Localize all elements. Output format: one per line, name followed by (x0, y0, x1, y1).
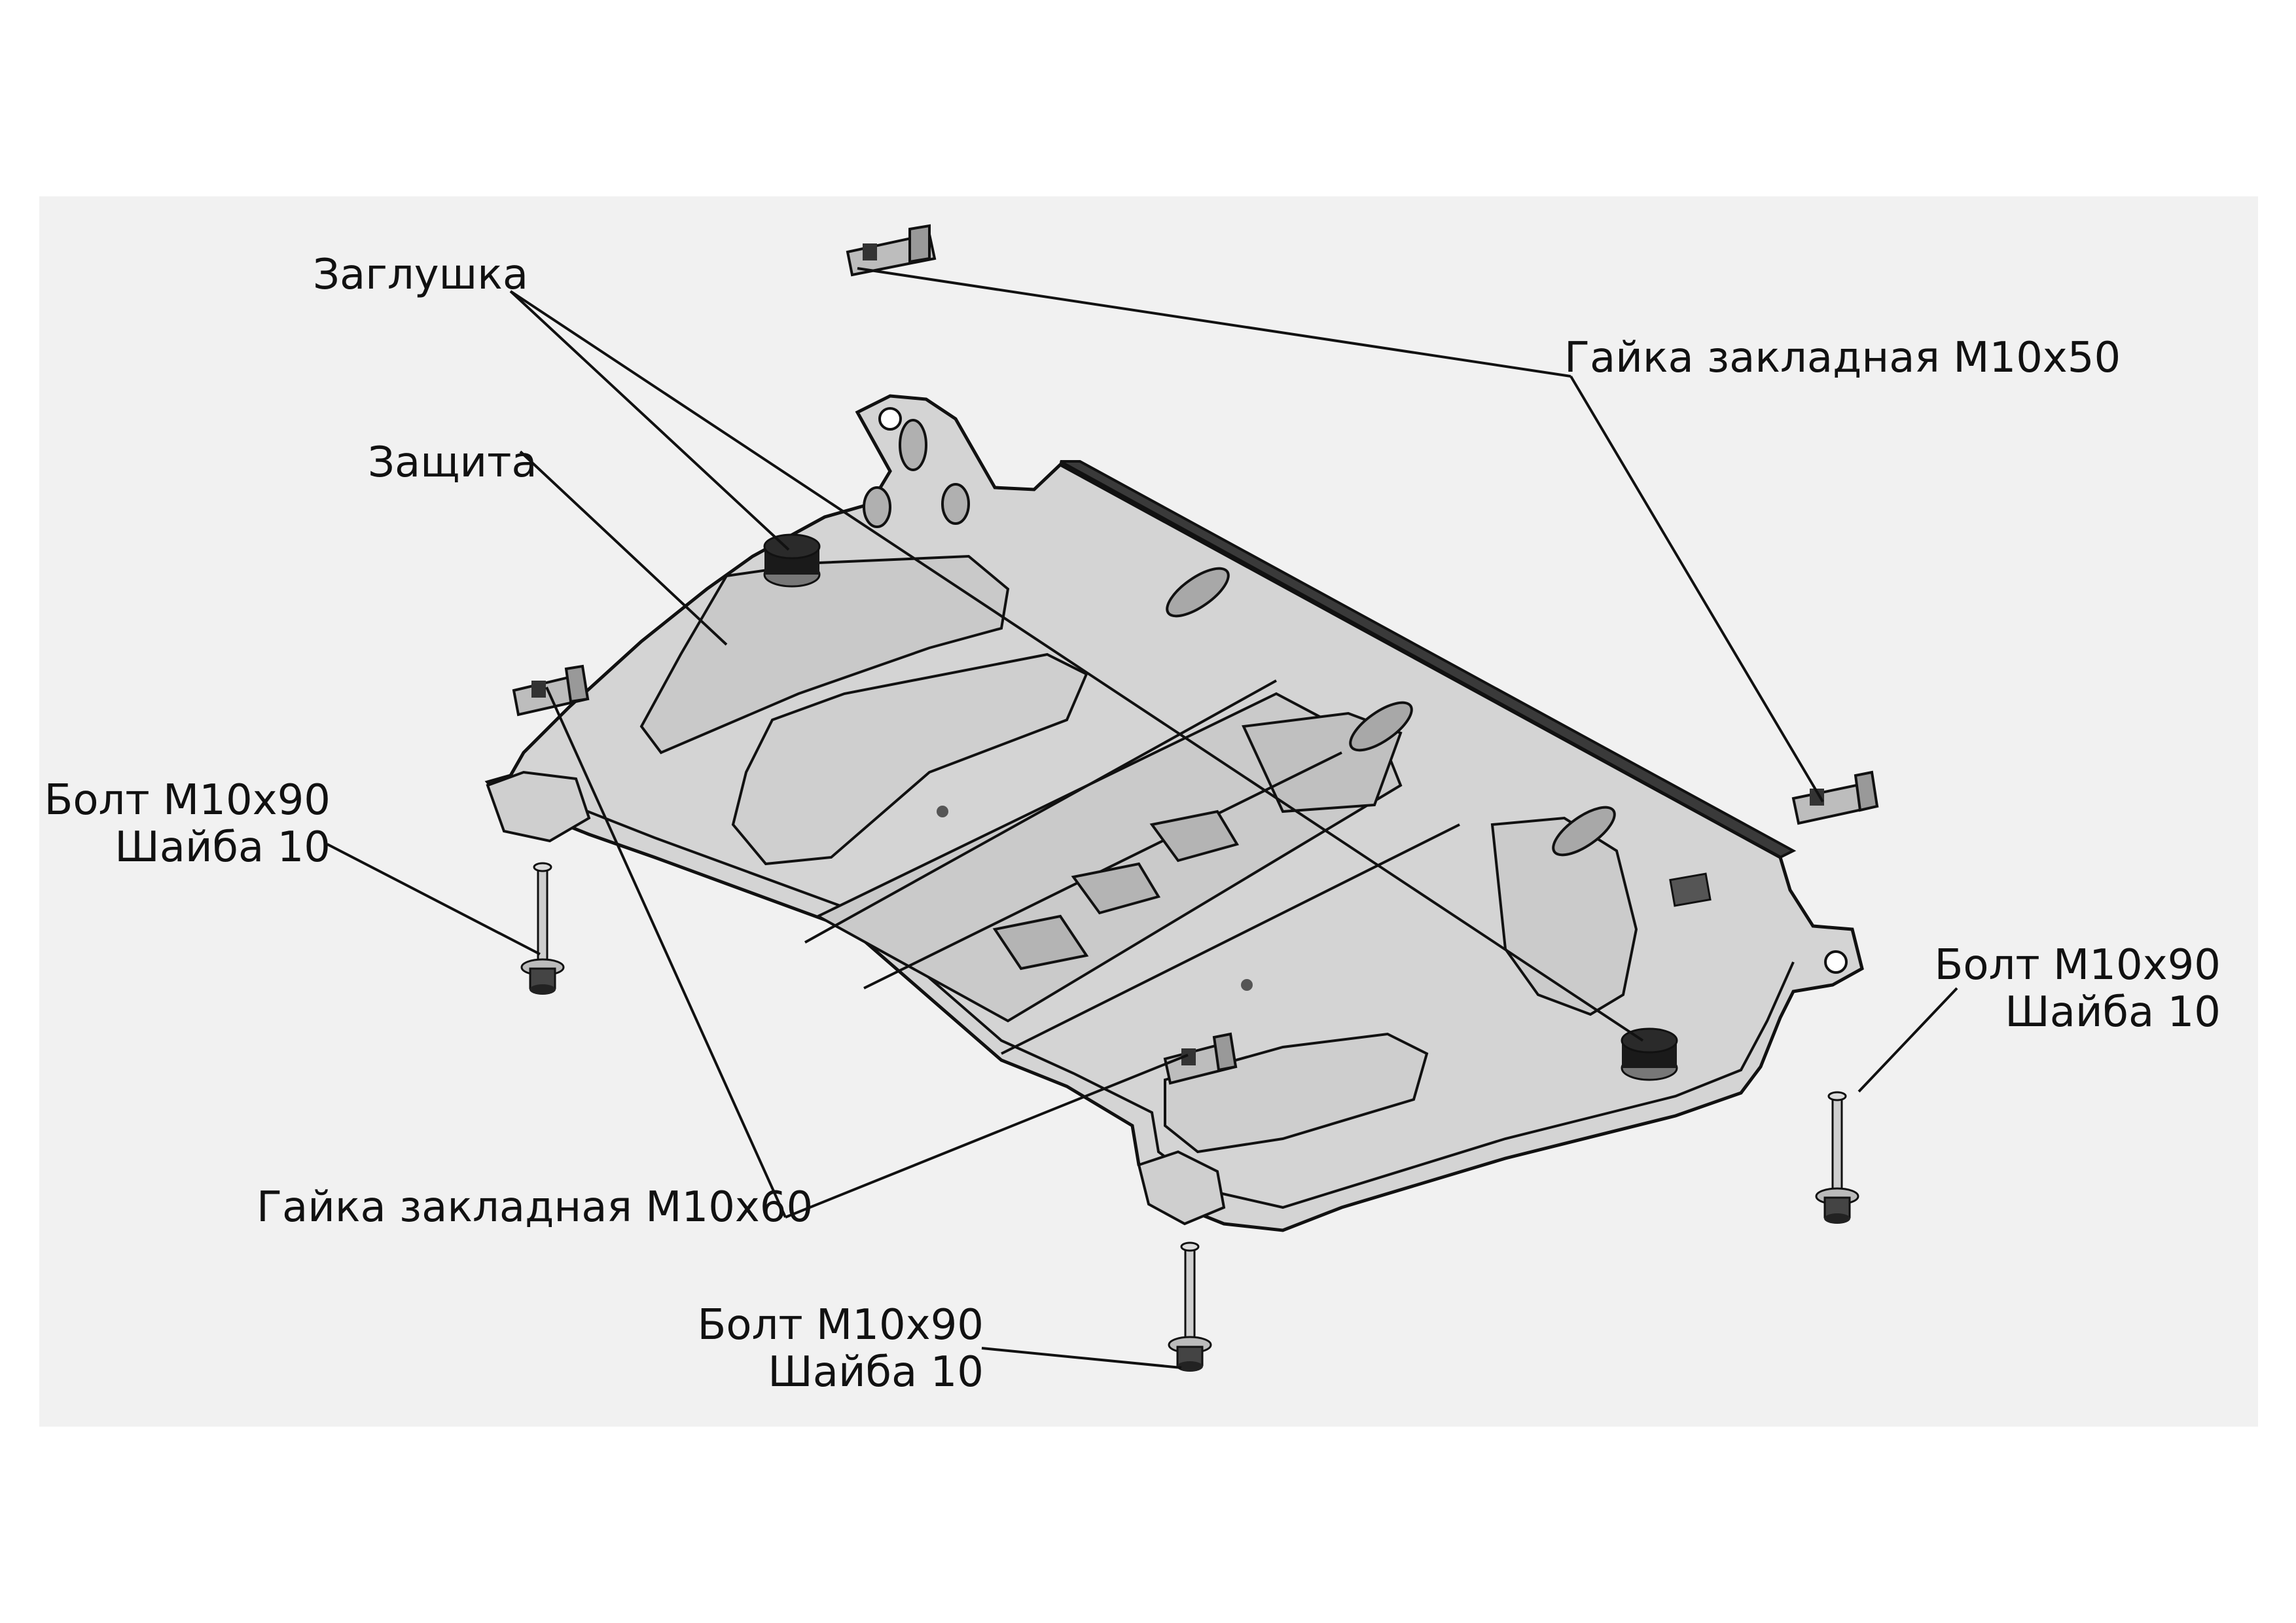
plate-hole-2 (1241, 979, 1253, 991)
label-nut-m10x50: Гайка закладная М10х50 (1564, 334, 2121, 382)
emboss-oval-3 (1552, 806, 1616, 857)
bracket-oval-3 (941, 483, 970, 525)
rib-line-1 (804, 679, 1277, 944)
label-bolt-right: Болт М10х90 Шайба 10 (1934, 942, 2221, 1036)
label-nut-bottom-text: Гайка закладная М10х60 (257, 1183, 814, 1232)
label-bolt-right-line1: Болт М10х90 (1934, 941, 2221, 990)
emboss-oval-2 (1349, 701, 1413, 752)
label-guard-text: Защита (368, 438, 537, 487)
bracket-hole (878, 407, 902, 431)
label-bolt-left-line1: Болт М10х90 (44, 776, 331, 825)
label-nut-top-text: Гайка закладная М10х50 (1564, 334, 2121, 382)
leader-bolt-bottom (981, 1347, 1182, 1369)
bolt-right (1815, 1091, 1859, 1224)
label-bolt-bottom-line1: Болт М10х90 (697, 1301, 984, 1349)
bracket-oval-1 (899, 419, 927, 471)
leader-lines (327, 267, 1958, 1369)
plate-marker (1669, 872, 1712, 907)
leader-bolt-right (1857, 987, 1958, 1093)
label-plug-text: Заглушка (313, 251, 529, 299)
left-channel (639, 554, 1010, 755)
plug-rear (763, 533, 821, 588)
label-bolt-left: Болт М10х90 Шайба 10 (44, 777, 331, 871)
front-mount-tab (1137, 1150, 1226, 1226)
label-nut-m10x60: Гайка закладная М10х60 (257, 1183, 814, 1232)
bracket-oval-2 (863, 486, 891, 528)
leader-bolt-left (327, 843, 541, 955)
leader-nut-bottom-2 (785, 1054, 1189, 1219)
leader-guard (519, 450, 728, 646)
slot-2 (1071, 862, 1161, 915)
plate-hole-1 (937, 806, 948, 817)
label-bolt-bottom-line2: Шайба 10 (768, 1347, 984, 1397)
slot-3 (1149, 810, 1240, 863)
leader-nut-top-1 (857, 267, 1571, 378)
left-mount-tab (486, 770, 591, 843)
leader-nut-top-2 (1570, 375, 1824, 803)
right-tab-hole (1824, 950, 1848, 974)
label-bolt-left-line2: Шайба 10 (115, 823, 331, 872)
slot-1 (992, 914, 1089, 971)
label-bolt-right-line2: Шайба 10 (2005, 988, 2221, 1037)
bolt-bottom (1168, 1241, 1212, 1372)
label-guard: Защита (368, 438, 537, 487)
leader-nut-bottom-1 (545, 687, 787, 1218)
label-bolt-bottom: Болт М10х90 Шайба 10 (697, 1302, 984, 1396)
nut-m10x60-center (1163, 1032, 1238, 1085)
emboss-oval-1 (1166, 567, 1230, 618)
plug-front (1621, 1027, 1678, 1081)
left-recess (731, 652, 1088, 866)
rib-line-3 (1001, 823, 1460, 1055)
leader-plug-rear (509, 290, 790, 551)
nut-m10x50-right (1791, 770, 1879, 825)
bolt-left (520, 862, 565, 995)
nut-m10x50-top (846, 224, 937, 277)
leader-plug-front (509, 290, 1644, 1042)
label-plug: Заглушка (313, 251, 529, 299)
skid-plate (484, 394, 1864, 1232)
